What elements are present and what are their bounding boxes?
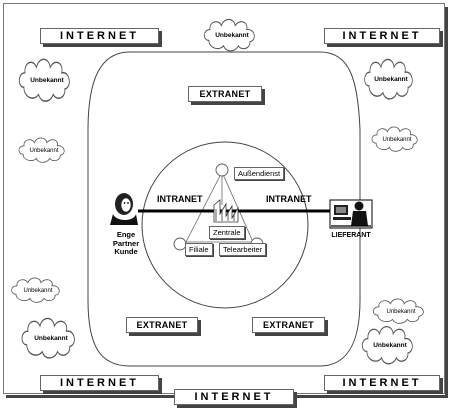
filiale-label: Filiale xyxy=(185,243,213,256)
extranet-box-bottom-right: EXTRANET xyxy=(252,317,325,333)
extranet-box-top: EXTRANET xyxy=(188,86,262,102)
partner-label-line1: Enge Partner xyxy=(112,230,140,248)
internet-box-bottom-right: INTERNET xyxy=(324,375,440,391)
supplier-label: LIEFERANT xyxy=(331,232,371,239)
extranet-box-bottom-left: EXTRANET xyxy=(126,317,198,333)
internet-box-top-left: INTERNET xyxy=(40,28,159,44)
cloud-label: Unbekannt xyxy=(34,335,68,342)
extranet-region xyxy=(87,51,361,367)
building-icon xyxy=(213,199,239,223)
cloud-label: Unbekannt xyxy=(382,137,411,143)
aussendienst-node xyxy=(215,163,229,177)
zentrale-label: Zentrale xyxy=(209,226,245,239)
cloud-label: Unbekannt xyxy=(373,342,407,349)
supplier-computer-icon xyxy=(329,199,373,229)
partner-label: Enge Partner Kunde xyxy=(104,230,148,257)
cloud-label: Unbekannt xyxy=(386,309,415,315)
cloud-label: Unbekannt xyxy=(29,148,58,154)
intranet-label-left: INTRANET xyxy=(157,194,203,204)
cloud-label: Unbekannt xyxy=(23,288,52,294)
intranet-circle xyxy=(141,141,309,309)
internal-network-lines xyxy=(185,171,254,243)
internet-box-top-right: INTERNET xyxy=(324,28,440,44)
aussendienst-label: Außendienst xyxy=(234,167,285,180)
internet-box-bottom-left: INTERNET xyxy=(40,375,159,391)
partner-person-icon xyxy=(110,193,138,225)
partner-label-line2: Kunde xyxy=(114,247,138,257)
cloud-label: Unbekannt xyxy=(215,32,249,39)
internet-box-bottom-center: INTERNET xyxy=(174,389,294,405)
intranet-label-right: INTRANET xyxy=(266,194,312,204)
cloud-label: Unbekannt xyxy=(30,77,64,84)
telearbeiter-label: Telearbeiter xyxy=(219,243,267,256)
cloud-label: Unbekannt xyxy=(374,76,408,83)
